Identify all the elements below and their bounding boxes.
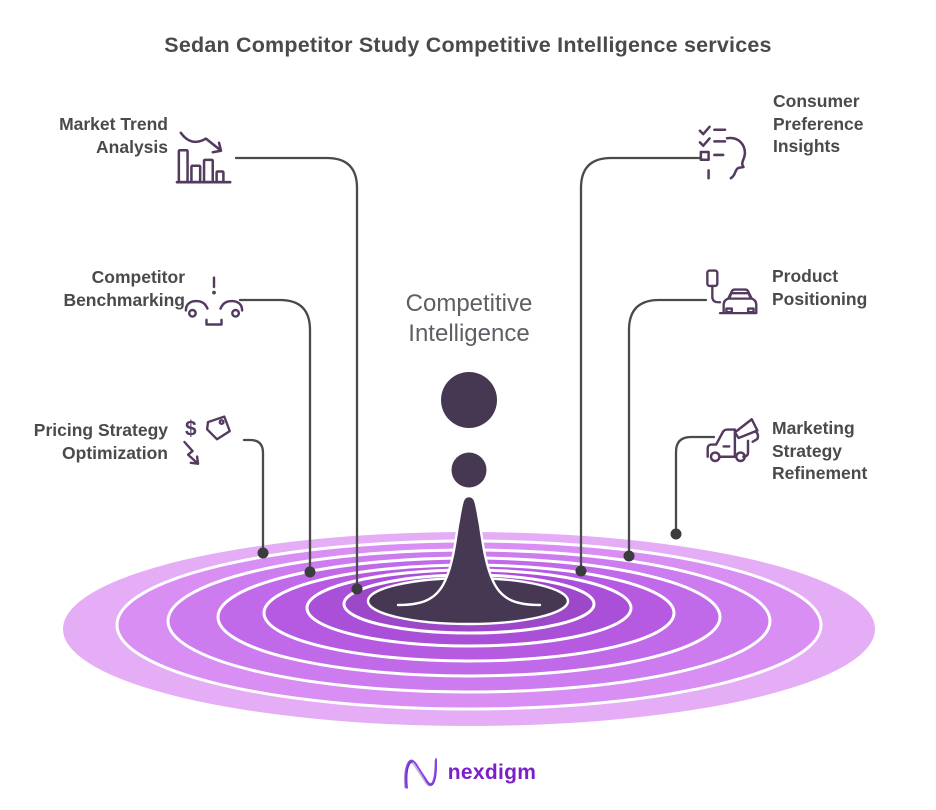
label-line: Insights — [773, 136, 841, 156]
connector-consumer — [579, 156, 702, 568]
connector-dot — [670, 528, 682, 540]
label-line: Positioning — [772, 288, 868, 309]
connector-dot — [623, 550, 635, 562]
label-line: Refinement — [772, 463, 868, 483]
parking-sign-car-icon — [706, 269, 758, 315]
label-line: Pricing Strategy — [33, 420, 168, 440]
falling-droplets — [441, 372, 497, 488]
competing-cars-icon — [184, 276, 244, 326]
logo: nexdigm — [0, 750, 936, 796]
water-splash — [366, 494, 570, 626]
declining-bar-chart-icon — [175, 131, 232, 184]
connector-dot — [257, 547, 269, 559]
label-line: Competitor — [91, 267, 185, 287]
center-label-line: Intelligence — [408, 320, 530, 347]
splash-outline-right — [467, 494, 542, 607]
nexdigm-logo-mark — [403, 758, 437, 789]
label-line: Strategy — [772, 440, 843, 461]
label-line: Analysis — [96, 136, 168, 157]
connector-dot — [304, 566, 316, 578]
label-product-positioning: Product Positioning — [772, 265, 932, 310]
marketing-van-megaphone-icon — [706, 418, 760, 463]
connector-dot — [351, 583, 363, 595]
connector-dot — [575, 565, 587, 577]
page-title: Sedan Competitor Study Competitive Intel… — [164, 33, 772, 57]
label-line: Marketing — [772, 418, 855, 438]
connector-competitor — [238, 298, 312, 569]
connector-marketing — [674, 435, 716, 531]
label-market-trend-analysis: Market Trend Analysis — [10, 113, 168, 158]
center-label-line: Competitive — [405, 290, 533, 317]
splash-outline-left — [396, 494, 471, 607]
label-line: Consumer — [773, 91, 860, 111]
logo-wordmark: nexdigm — [447, 761, 537, 784]
price-tag-decline-icon: $ — [183, 415, 231, 465]
splash-spike — [398, 496, 540, 613]
label-marketing-strategy-refinement: Marketing Strategy Refinement — [772, 417, 936, 485]
label-consumer-preference-insights: Consumer Preference Insights — [773, 90, 933, 158]
center-label: Competitive Intelligence — [369, 289, 569, 349]
label-line: Benchmarking — [63, 289, 185, 310]
label-line: Optimization — [62, 442, 168, 463]
dollar-glyph: $ — [185, 418, 197, 441]
label-line: Product — [772, 266, 839, 286]
label-line: Market Trend — [59, 114, 168, 134]
droplet-large — [441, 372, 497, 428]
label-pricing-strategy-optimization: Pricing Strategy Optimization — [10, 419, 168, 464]
label-competitor-benchmarking: Competitor Benchmarking — [27, 266, 185, 311]
connector-lines — [234, 156, 716, 595]
checklist-head-icon — [698, 125, 747, 180]
connector-market-trend — [234, 156, 359, 586]
connector-product — [627, 298, 708, 553]
droplet-small — [451, 452, 487, 488]
label-line: Preference — [773, 113, 864, 134]
connector-pricing — [242, 438, 265, 550]
